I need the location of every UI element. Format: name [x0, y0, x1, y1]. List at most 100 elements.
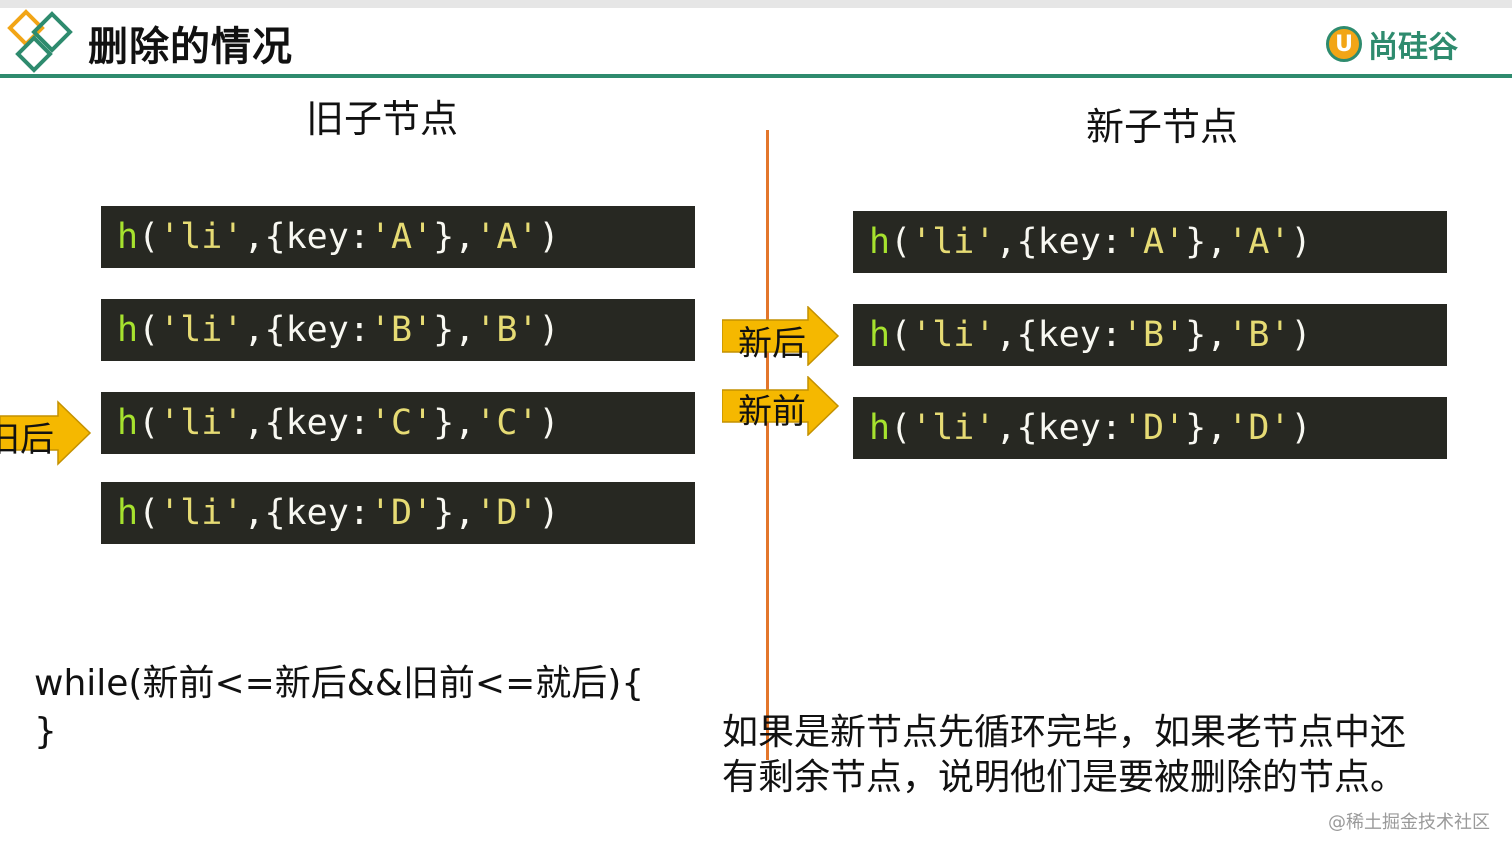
new-node-a: h('li', { key: 'A' }, 'A') [853, 211, 1447, 273]
code-tag: 'li' [159, 493, 244, 533]
code-punct: { [264, 217, 286, 257]
page-title: 删除的情况 [88, 24, 293, 70]
code-punct: ) [538, 310, 560, 350]
while-line-2: } [34, 711, 57, 752]
code-key-label: key: [1037, 408, 1122, 448]
code-tag: 'li' [159, 310, 244, 350]
code-key: 'A' [369, 217, 434, 257]
code-punct: }, [1185, 222, 1228, 262]
new-children-heading: 新子节点 [1086, 105, 1239, 149]
code-text: 'A' [475, 217, 539, 257]
code-punct: }, [433, 493, 476, 533]
code-fn: h [869, 222, 891, 262]
code-tag: 'li' [159, 217, 244, 257]
code-punct: , [995, 315, 1017, 355]
new-node-d: h('li', { key: 'D' }, 'D') [853, 397, 1447, 459]
code-punct: ) [1290, 222, 1312, 262]
code-punct: { [1016, 408, 1038, 448]
code-text: 'B' [475, 310, 539, 350]
right-arrow-icon [722, 376, 840, 436]
code-punct: , [995, 222, 1017, 262]
code-key-label: key: [1037, 222, 1122, 262]
column-divider [766, 130, 769, 760]
code-punct: , [243, 310, 265, 350]
code-punct: { [264, 310, 286, 350]
new-before-pointer: 新前 [722, 376, 840, 436]
new-after-label: 新后 [738, 324, 806, 364]
diamond-logo-icon [6, 8, 78, 80]
code-punct: , [243, 493, 265, 533]
code-punct: ) [538, 217, 560, 257]
code-punct: ( [138, 403, 160, 443]
new-before-label: 新前 [738, 392, 806, 432]
brand-badge-icon: U [1326, 26, 1362, 62]
code-tag: 'li' [911, 222, 996, 262]
code-key: 'D' [369, 493, 434, 533]
code-punct: ( [138, 217, 160, 257]
code-tag: 'li' [159, 403, 244, 443]
code-punct: ) [538, 403, 560, 443]
old-node-a: h('li', { key: 'A' }, 'A') [101, 206, 695, 268]
old-node-d: h('li', { key: 'D' }, 'D') [101, 482, 695, 544]
code-punct: { [264, 403, 286, 443]
code-punct: ( [138, 493, 160, 533]
code-punct: , [243, 217, 265, 257]
while-line-1: while(新前<=新后&&旧前<=就后){ [34, 663, 645, 704]
code-punct: { [1016, 222, 1038, 262]
old-node-b: h('li', { key: 'B' }, 'B') [101, 299, 695, 361]
code-punct: , [995, 408, 1017, 448]
code-punct: { [264, 493, 286, 533]
code-key: 'C' [369, 403, 434, 443]
while-loop-code: while(新前<=新后&&旧前<=就后){} [34, 660, 644, 756]
code-punct: }, [1185, 408, 1228, 448]
code-key-label: key: [285, 217, 370, 257]
header-divider [0, 74, 1512, 78]
code-key-label: key: [285, 310, 370, 350]
code-punct: { [1016, 315, 1038, 355]
code-fn: h [117, 403, 139, 443]
right-arrow-icon [0, 400, 92, 466]
code-text: 'C' [475, 403, 539, 443]
code-fn: h [117, 493, 139, 533]
code-key: 'D' [1121, 408, 1186, 448]
code-punct: ) [538, 493, 560, 533]
code-tag: 'li' [911, 315, 996, 355]
new-after-pointer: 新后 [722, 306, 840, 366]
right-arrow-icon [722, 306, 840, 366]
code-text: 'A' [1227, 222, 1291, 262]
old-children-heading: 旧子节点 [306, 97, 459, 141]
code-punct: ) [1290, 315, 1312, 355]
code-key: 'B' [1121, 315, 1186, 355]
code-punct: }, [433, 217, 476, 257]
explanation-note: 如果是新节点先循环完毕，如果老节点中还有剩余节点，说明他们是要被删除的节点。 [722, 712, 1407, 798]
code-key-label: key: [285, 403, 370, 443]
new-node-b: h('li', { key: 'B' }, 'B') [853, 304, 1447, 366]
code-punct: }, [433, 310, 476, 350]
code-key-label: key: [285, 493, 370, 533]
code-key-label: key: [1037, 315, 1122, 355]
code-punct: ( [890, 408, 912, 448]
code-text: 'B' [1227, 315, 1291, 355]
code-punct: , [243, 403, 265, 443]
top-band [0, 0, 1512, 8]
code-key: 'B' [369, 310, 434, 350]
watermark: @稀土掘金技术社区 [1328, 812, 1490, 833]
code-punct: ) [1290, 408, 1312, 448]
code-punct: ( [890, 222, 912, 262]
code-text: 'D' [1227, 408, 1291, 448]
code-key: 'A' [1121, 222, 1186, 262]
code-punct: }, [433, 403, 476, 443]
code-fn: h [869, 315, 891, 355]
code-punct: ( [890, 315, 912, 355]
code-punct: ( [138, 310, 160, 350]
code-fn: h [117, 217, 139, 257]
code-text: 'D' [475, 493, 539, 533]
old-after-pointer: 旧后 [0, 400, 92, 466]
code-fn: h [869, 408, 891, 448]
code-fn: h [117, 310, 139, 350]
brand-name: 尚硅谷 [1368, 30, 1458, 65]
code-tag: 'li' [911, 408, 996, 448]
brand-logo: U 尚硅谷 [1326, 22, 1458, 66]
code-punct: }, [1185, 315, 1228, 355]
old-node-c: h('li', { key: 'C' }, 'C') [101, 392, 695, 454]
